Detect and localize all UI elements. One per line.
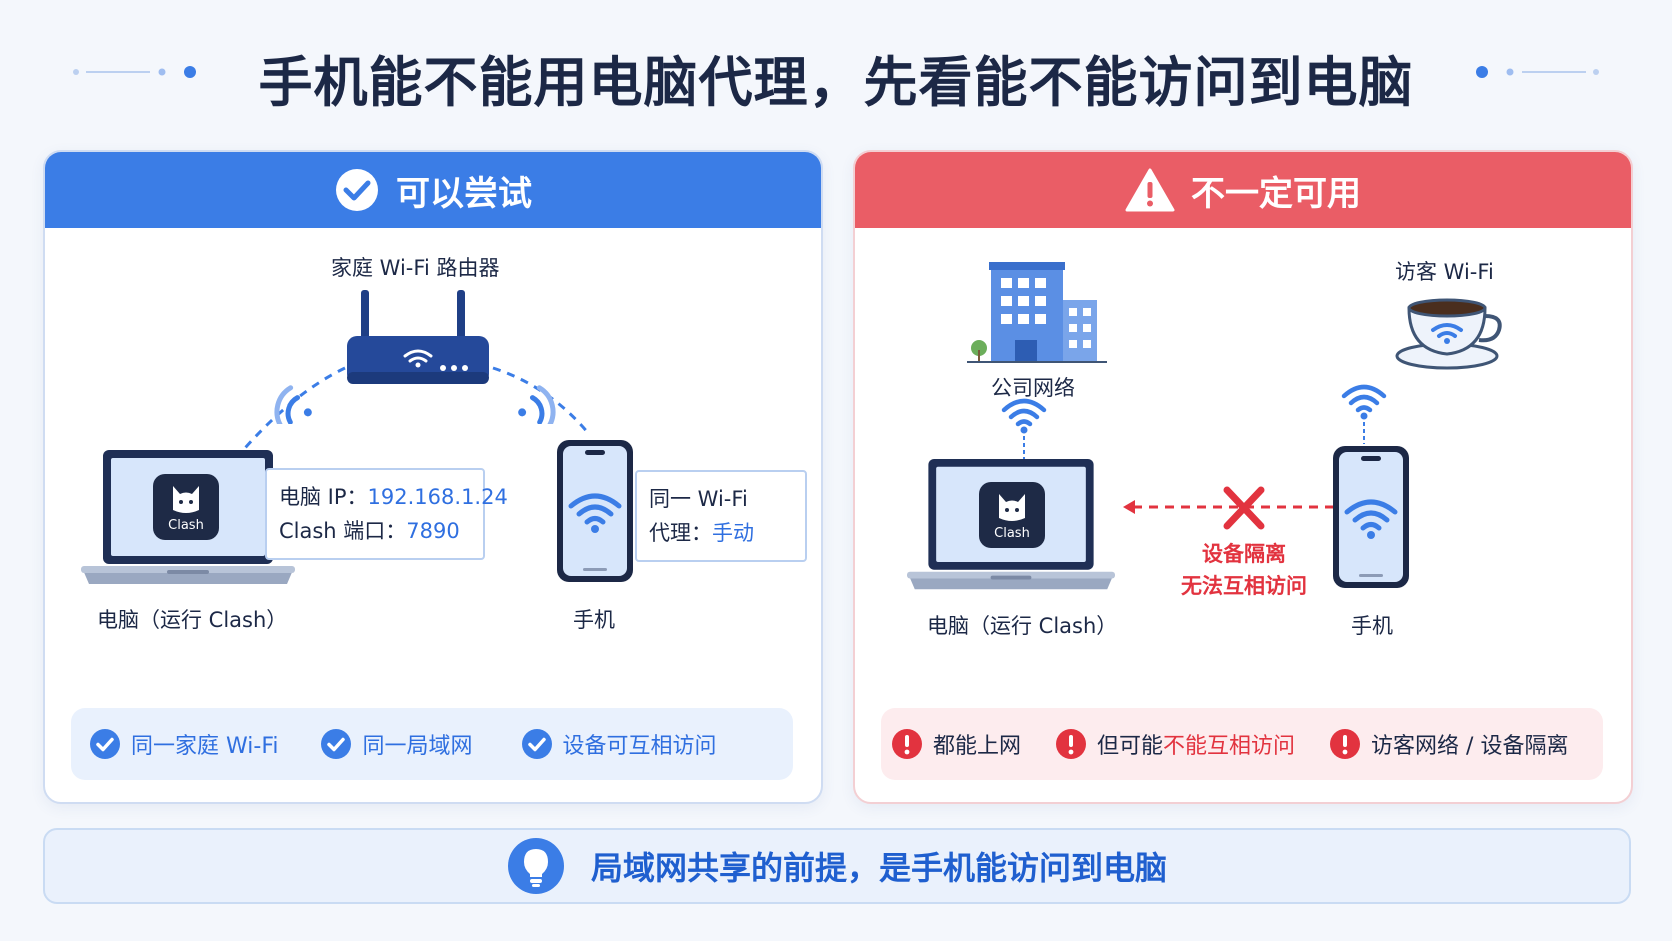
link-router-phone xyxy=(492,366,591,435)
warning-highlight: 不能互相访问 xyxy=(1163,734,1296,759)
phone-label: 手机 xyxy=(573,608,615,632)
isolation-line-2: 无法互相访问 xyxy=(1181,574,1307,598)
clash-badge-label: Clash xyxy=(168,518,204,533)
wifi-signal-icon xyxy=(518,385,556,424)
check-circle-icon xyxy=(334,167,380,213)
bottom-note-bar: 局域网共享的前提，是手机能访问到电脑 xyxy=(43,828,1631,904)
port-value: 7890 xyxy=(406,519,460,543)
proxy-value: 手动 xyxy=(712,521,754,545)
link-wifi-phone xyxy=(1363,422,1365,444)
laptop-label: 电脑（运行 Clash） xyxy=(927,614,1118,638)
panel-header-label: 可以尝试 xyxy=(396,173,532,214)
wifi-icon xyxy=(1001,398,1047,434)
link-wifi-laptop xyxy=(1023,436,1025,460)
warning-item: 访客网络 / 设备隔离 xyxy=(1329,728,1568,760)
warning-label: 访客网络 / 设备隔离 xyxy=(1371,734,1569,759)
title-deco-left xyxy=(73,66,196,78)
coffee-cup-icon xyxy=(1395,298,1502,370)
check-item: 同一家庭 Wi-Fi xyxy=(89,728,278,760)
exclamation-circle-icon xyxy=(1329,728,1361,760)
panel-header-not-guaranteed: 不一定可用 xyxy=(855,152,1631,228)
lightbulb-icon xyxy=(507,837,565,895)
check-label: 同一局域网 xyxy=(362,734,473,759)
warning-label: 但可能 xyxy=(1097,734,1164,759)
office-building-icon xyxy=(967,262,1107,363)
check-label: 同一家庭 Wi-Fi xyxy=(131,734,279,759)
ip-label: 电脑 IP： xyxy=(279,485,368,509)
check-item: 同一局域网 xyxy=(320,728,473,760)
warning-item: 都能上网 xyxy=(891,728,1021,760)
title-deco-right xyxy=(1476,66,1599,78)
same-wifi-line: 同一 Wi-Fi xyxy=(649,487,748,511)
check-label: 设备可互相访问 xyxy=(562,734,717,759)
panel-header-can-try: 可以尝试 xyxy=(45,152,821,228)
check-circle-icon xyxy=(320,728,352,760)
check-circle-icon xyxy=(521,728,553,760)
guest-wifi-label: 访客 Wi-Fi xyxy=(1395,260,1494,284)
phone-info-box: 同一 Wi-Fi 代理：手动 xyxy=(635,470,807,562)
phone-icon xyxy=(557,440,633,582)
wifi-signal-icon xyxy=(274,385,312,424)
ip-value: 192.168.1.24 xyxy=(367,485,508,509)
wifi-icon xyxy=(1344,499,1398,539)
clash-app-icon: Clash xyxy=(979,482,1045,548)
panel-header-label: 不一定可用 xyxy=(1191,173,1361,214)
cat-icon xyxy=(173,486,199,513)
company-network-label: 公司网络 xyxy=(991,376,1075,400)
isolation-note: 设备隔离 无法互相访问 xyxy=(1169,538,1319,602)
page-title: 手机能不能用电脑代理，先看能不能访问到电脑 xyxy=(258,51,1414,114)
phone-icon xyxy=(1333,446,1409,588)
warning-triangle-icon xyxy=(1125,167,1175,213)
isolation-line-1: 设备隔离 xyxy=(1202,542,1286,566)
phone-label: 手机 xyxy=(1351,614,1393,638)
router-icon xyxy=(347,290,489,384)
warning-item: 但可能不能互相访问 xyxy=(1055,728,1295,760)
warning-label: 都能上网 xyxy=(933,734,1022,759)
check-item: 设备可互相访问 xyxy=(521,728,717,760)
cat-icon xyxy=(999,494,1025,521)
exclamation-circle-icon xyxy=(891,728,923,760)
router-label: 家庭 Wi-Fi 路由器 xyxy=(331,256,500,280)
warning-list: 都能上网 但可能不能互相访问 访客网络 / 设备隔离 xyxy=(881,708,1603,780)
bottom-note-text: 局域网共享的前提，是手机能访问到电脑 xyxy=(590,849,1167,887)
wifi-icon xyxy=(568,493,622,533)
pc-info-box: 电脑 IP：192.168.1.24 Clash 端口：7890 xyxy=(265,468,508,560)
check-list: 同一家庭 Wi-Fi 同一局域网 设备可互相访问 xyxy=(71,708,793,780)
wifi-icon xyxy=(1341,384,1387,420)
proxy-label: 代理： xyxy=(649,521,712,545)
panel-not-guaranteed: 不一定可用 公司网络 访客 Wi-Fi xyxy=(853,150,1633,804)
exclamation-circle-icon xyxy=(1055,728,1087,760)
clash-app-icon: Clash xyxy=(153,474,219,540)
check-circle-icon xyxy=(89,728,121,760)
link-router-laptop xyxy=(243,366,346,449)
blocked-x-icon xyxy=(1223,486,1265,530)
panel-can-try: 可以尝试 家庭 Wi-Fi 路由器 xyxy=(43,150,823,804)
laptop-label: 电脑（运行 Clash） xyxy=(97,608,288,632)
clash-badge-label: Clash xyxy=(994,526,1030,541)
port-label: Clash 端口： xyxy=(279,519,407,543)
